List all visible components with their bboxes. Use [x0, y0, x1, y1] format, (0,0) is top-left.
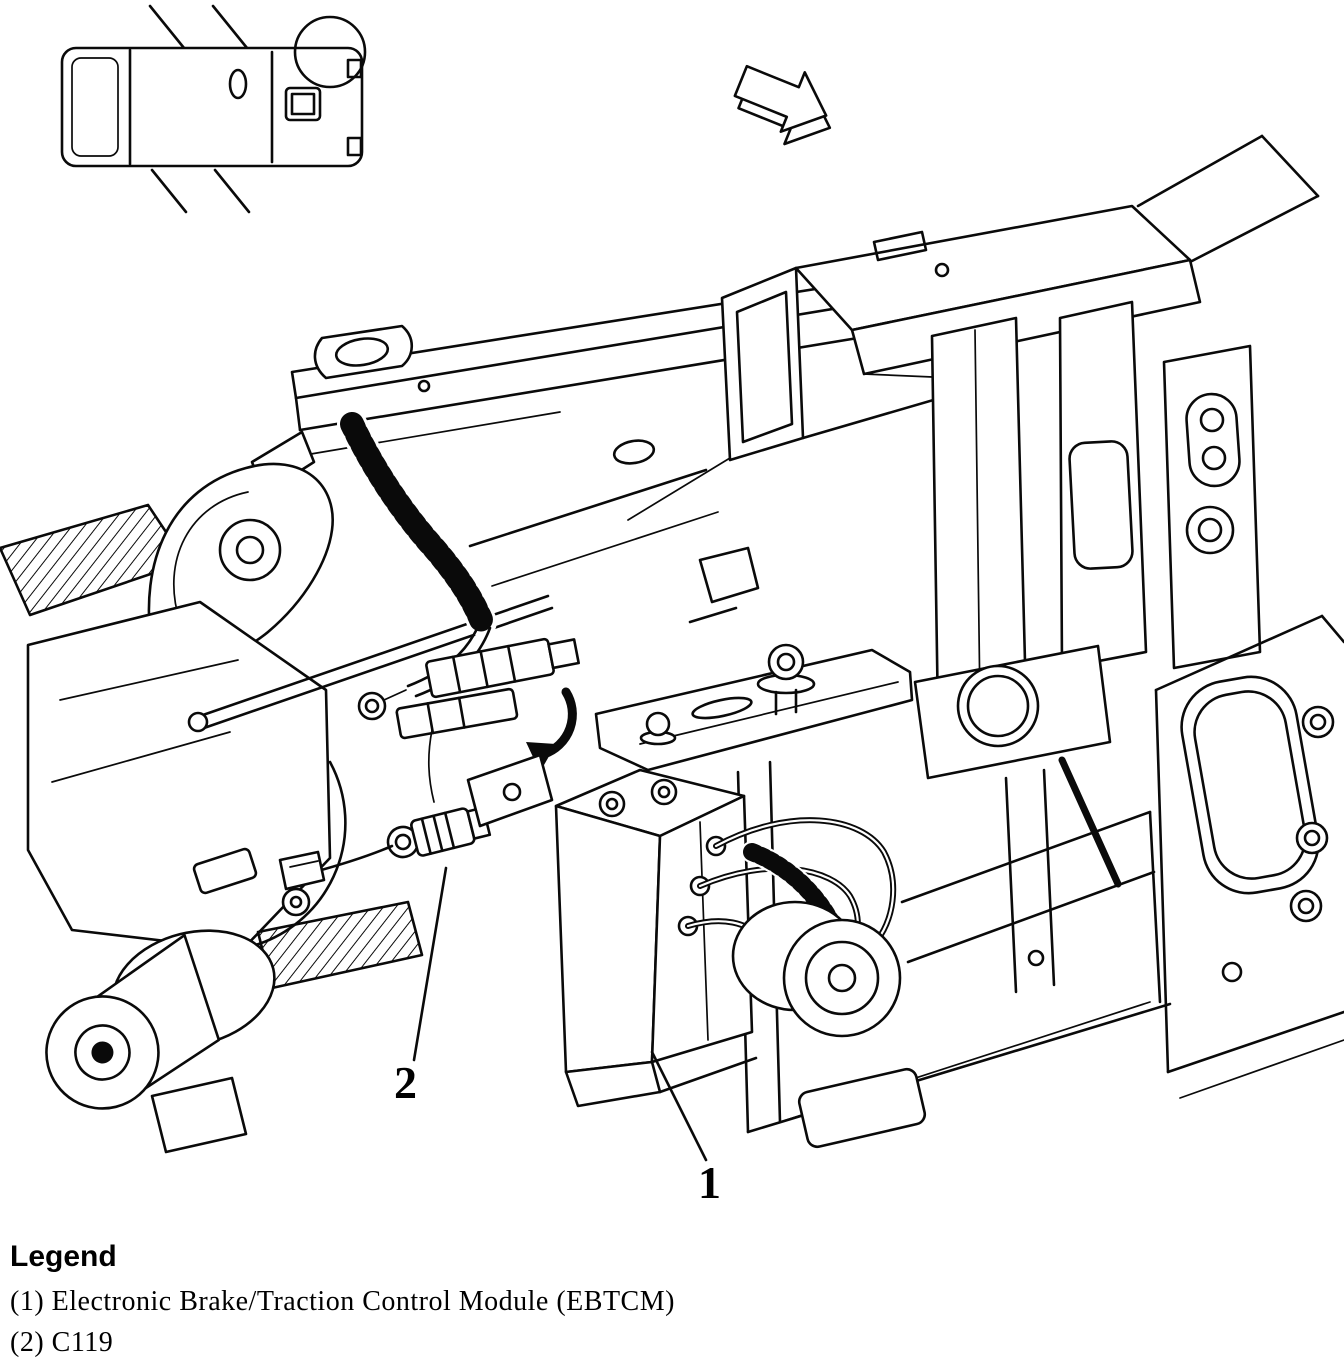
- legend-item-1: (1) Electronic Brake/Traction Control Mo…: [10, 1286, 675, 1317]
- legend: Legend (1) Electronic Brake/Traction Con…: [10, 1240, 675, 1368]
- front-direction-arrow-icon: [733, 64, 832, 146]
- ebtcm-module: [466, 643, 914, 1108]
- vehicle-location-inset: [60, 4, 367, 214]
- corrugated-conduit: [340, 412, 494, 634]
- ebtcm-side-face: [650, 794, 754, 1064]
- frame-structure: [250, 134, 1344, 1149]
- engine-block-cluster: [0, 462, 554, 1154]
- callout-1-label: 1: [698, 1157, 721, 1208]
- vehicle-outline: [60, 46, 364, 168]
- legend-item-2: (2) C119: [10, 1327, 114, 1358]
- ebtcm-bracket: [594, 648, 914, 772]
- callout-2-leader: [412, 866, 448, 1062]
- ebtcm-front-face: [554, 804, 662, 1074]
- callout-2-label: 2: [394, 1057, 417, 1108]
- legend-title: Legend: [10, 1240, 117, 1273]
- engine-compartment-illustration: 1 2: [0, 4, 1344, 1208]
- pump-motor: [782, 918, 902, 1038]
- callouts: 1 2: [394, 866, 721, 1208]
- harness-connector-block: [425, 637, 580, 699]
- bracket-bolt: [767, 643, 805, 681]
- starter-motor: [45, 929, 276, 1110]
- location-highlight-circle: [293, 15, 367, 89]
- callout-1-leader: [650, 1050, 708, 1162]
